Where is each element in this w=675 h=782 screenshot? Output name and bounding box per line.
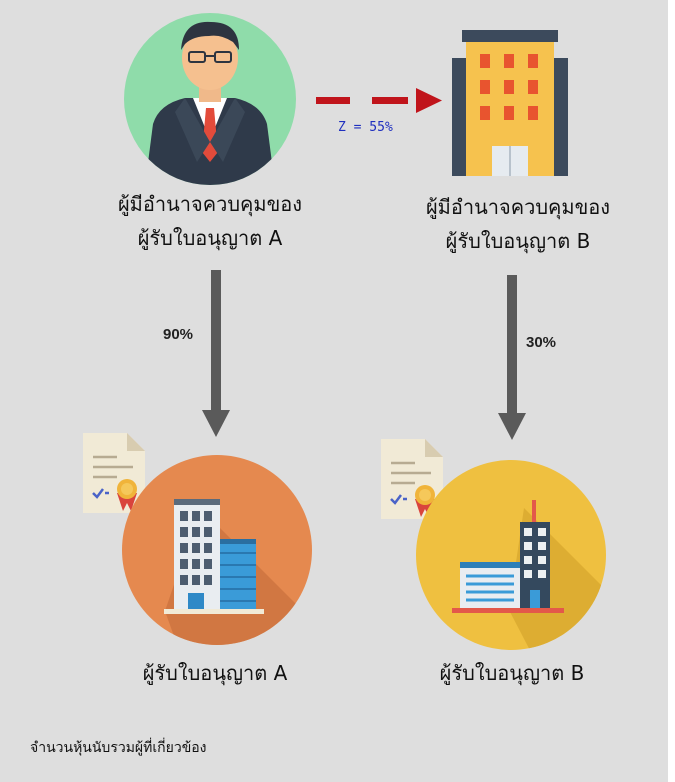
holding-arrow-b <box>498 275 526 440</box>
licensee-a-label: ผู้รับใบอนุญาต A <box>142 661 288 685</box>
license-certificate-icon <box>83 433 145 513</box>
holding-percent-b: 30% <box>526 334 557 351</box>
controller-a-line2: ผู้รับใบอนุญาต A <box>137 226 283 250</box>
licensee-b-building-icon <box>416 460 606 650</box>
controller-b-line2: ผู้รับใบอนุญาต B <box>445 229 591 253</box>
holding-percent-a: 90% <box>163 326 194 343</box>
dashed-control-arrow <box>316 88 442 113</box>
footer-note: จำนวนหุ้นนับรวมผู้ที่เกี่ยวข้อง <box>30 740 207 756</box>
office-tower-icon <box>452 30 568 176</box>
controller-a-line1: ผู้มีอำนาจควบคุมของ <box>117 192 303 216</box>
controller-a-label: ผู้มีอำนาจควบคุมของ ผู้รับใบอนุญาต A <box>90 187 330 255</box>
licensee-b-label: ผู้รับใบอนุญาต B <box>439 661 585 685</box>
control-percent-label: Z = 55% <box>338 120 393 135</box>
businessman-icon <box>124 13 296 185</box>
license-certificate-icon <box>381 439 443 519</box>
controller-b-line1: ผู้มีอำนาจควบคุมของ <box>425 195 611 219</box>
licensee-a-building-icon <box>122 455 312 645</box>
holding-arrow-a <box>202 270 230 437</box>
controller-b-label: ผู้มีอำนาจควบคุมของ ผู้รับใบอนุญาต B <box>398 190 638 258</box>
